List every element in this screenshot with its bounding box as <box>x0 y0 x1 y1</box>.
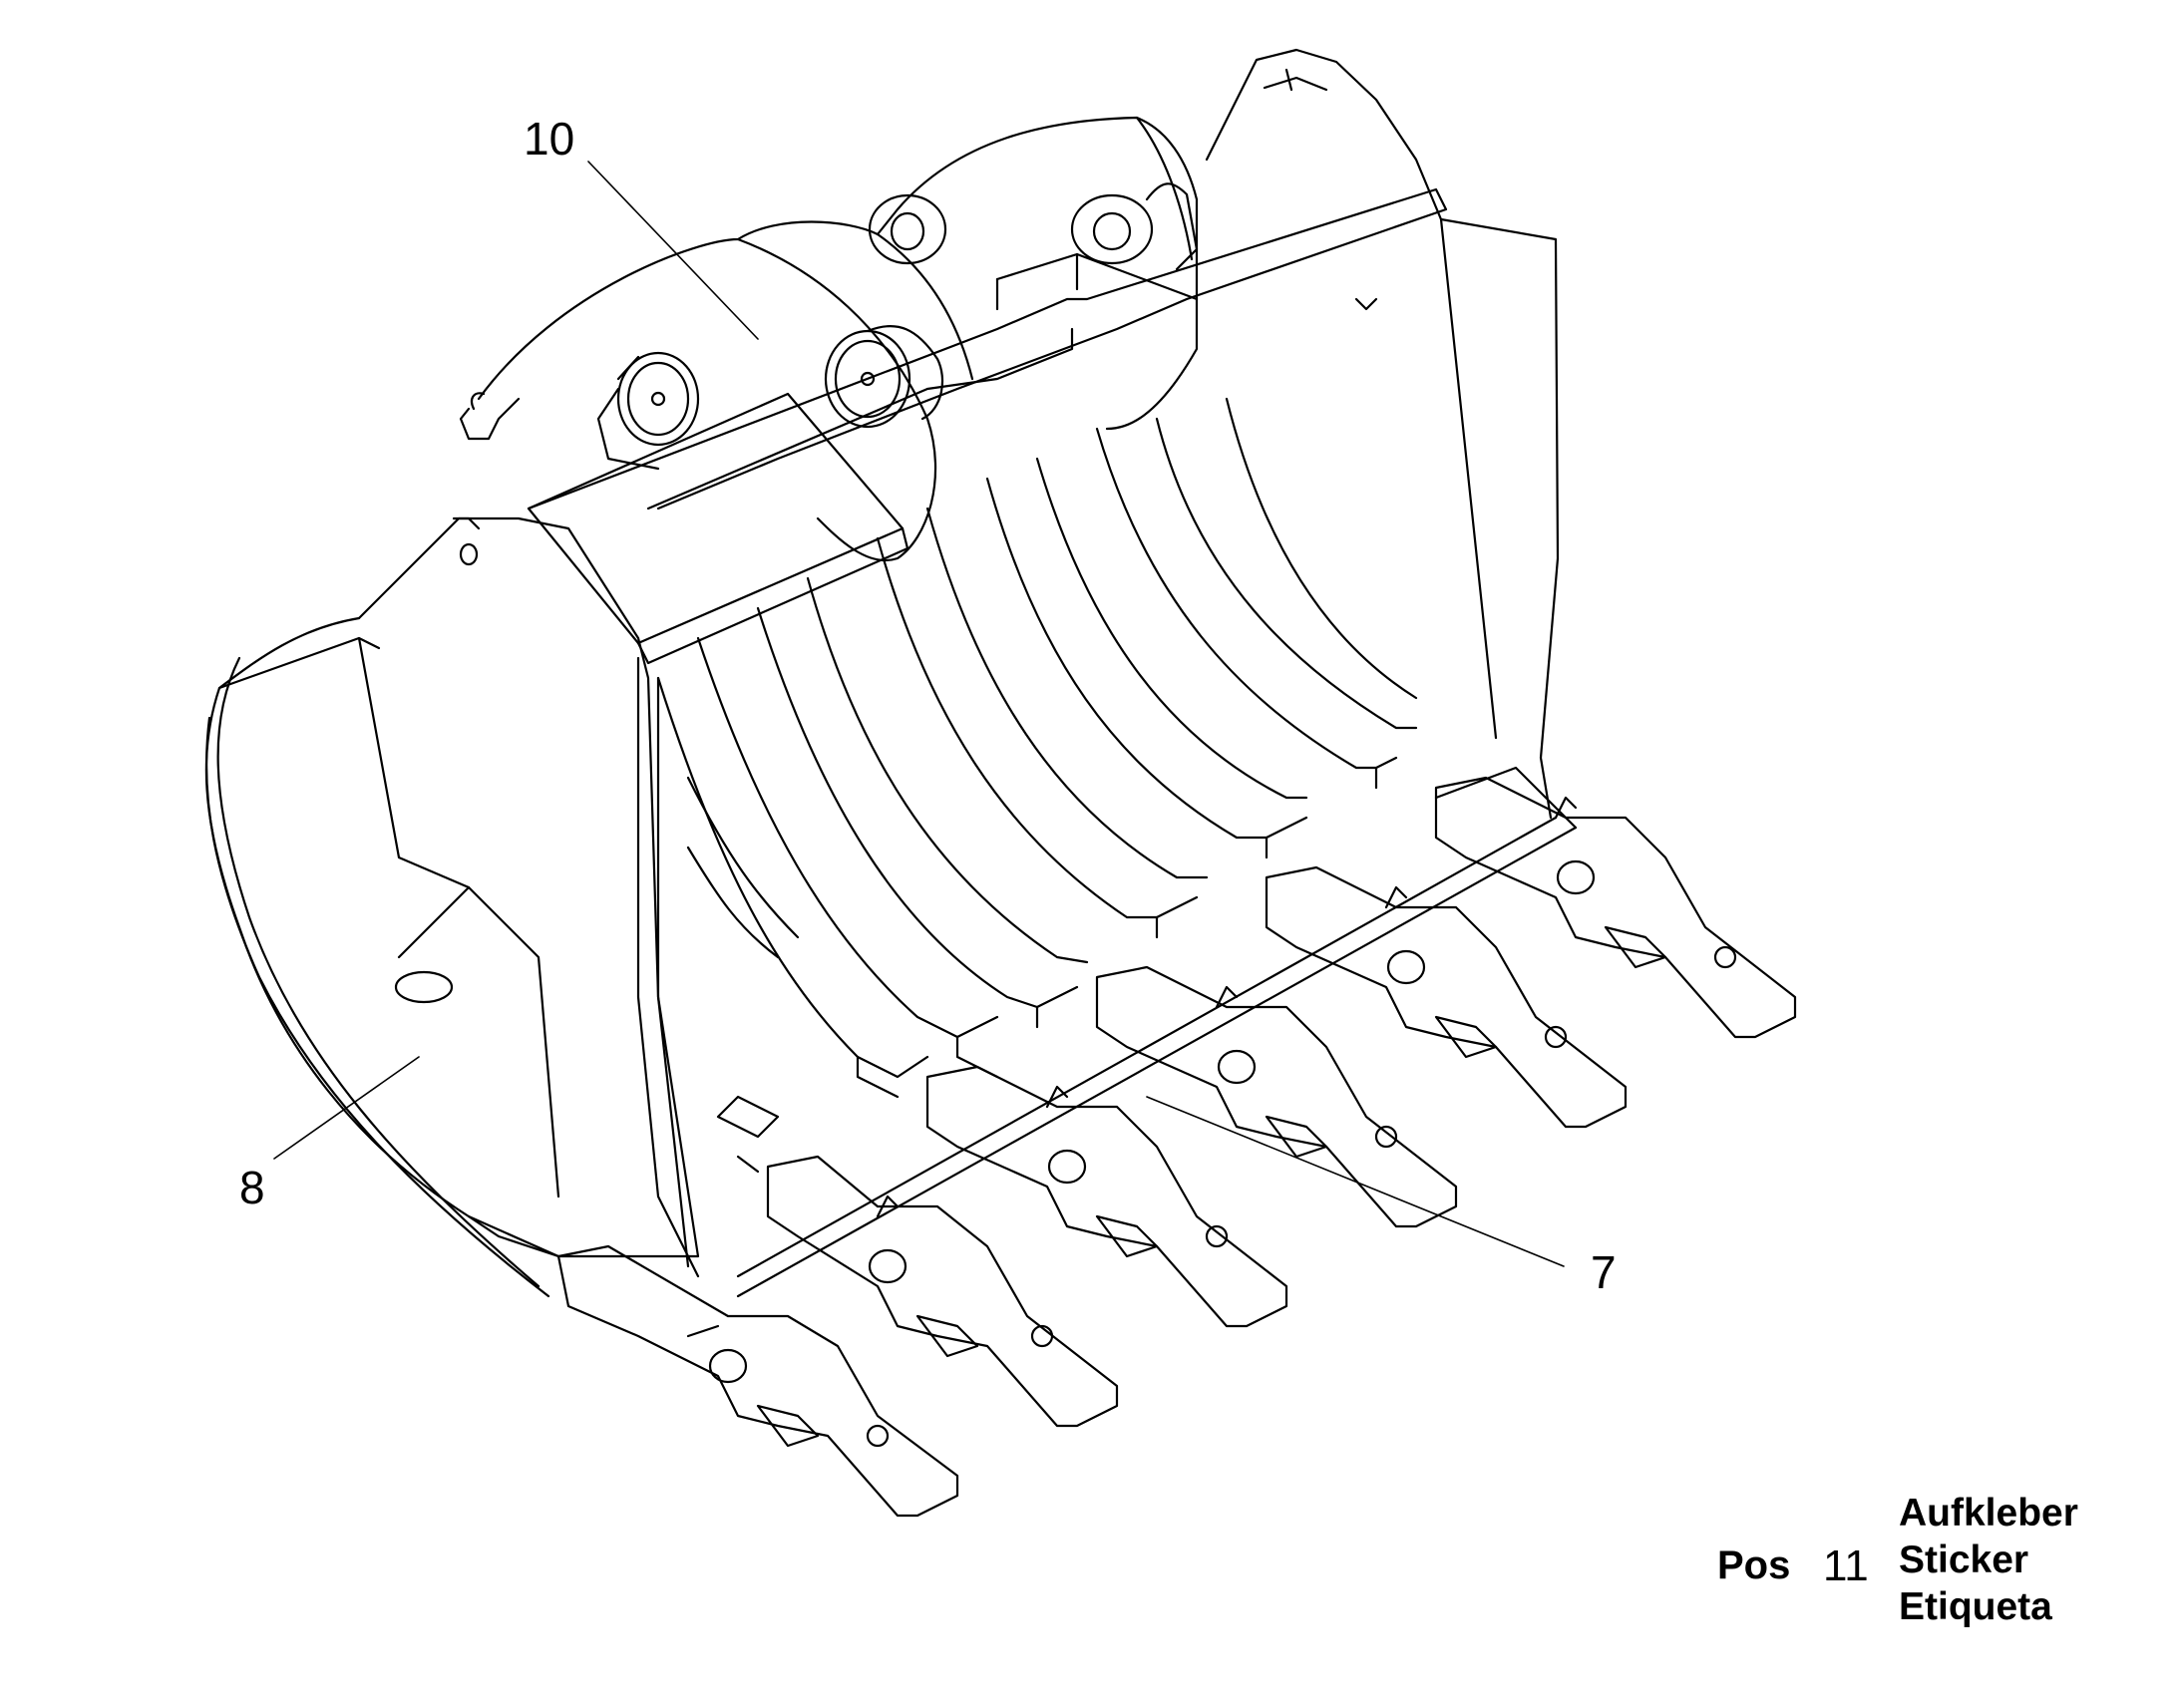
hinge-eye-upper-left <box>868 193 947 265</box>
callout-label-7: 7 <box>1591 1246 1617 1298</box>
callout-leaders <box>273 161 1565 1267</box>
legend-line-spanish: Etiqueta <box>1899 1585 2052 1628</box>
right-side-plate <box>1205 48 1560 820</box>
hinge-boss-middle <box>824 324 944 429</box>
legend-description: Aufkleber Sticker Etiqueta <box>1899 1490 2078 1630</box>
tooth-3 <box>925 1065 1288 1328</box>
cutting-edge <box>736 766 1578 1298</box>
tooth-6 <box>1434 776 1797 1039</box>
hinge-eye-upper-right <box>1070 182 1199 271</box>
tooth-4 <box>1095 965 1458 1228</box>
grid-ribs <box>656 397 1418 1174</box>
hinge-boss-left <box>596 351 700 471</box>
leader-10 <box>587 161 759 340</box>
upper-deck-beam <box>527 392 909 665</box>
left-side-plate <box>204 516 700 1298</box>
top-cross-beam <box>527 187 1448 511</box>
callout-label-10: 10 <box>524 113 574 165</box>
legend-line-german: Aufkleber <box>1899 1492 2078 1535</box>
hinge-bracket-plate <box>459 116 1199 561</box>
tooth-1 <box>556 1244 959 1518</box>
callout-label-8: 8 <box>239 1162 265 1213</box>
leader-8 <box>273 1056 420 1160</box>
pos-number: 11 <box>1823 1541 1869 1590</box>
tooth-5 <box>1265 865 1628 1129</box>
front-vertical-edge <box>636 656 700 1278</box>
pos-label: Pos <box>1717 1543 1791 1587</box>
leader-7 <box>1146 1096 1565 1267</box>
tooth-2 <box>766 1155 1119 1428</box>
legend-line-english: Sticker <box>1899 1538 2029 1581</box>
